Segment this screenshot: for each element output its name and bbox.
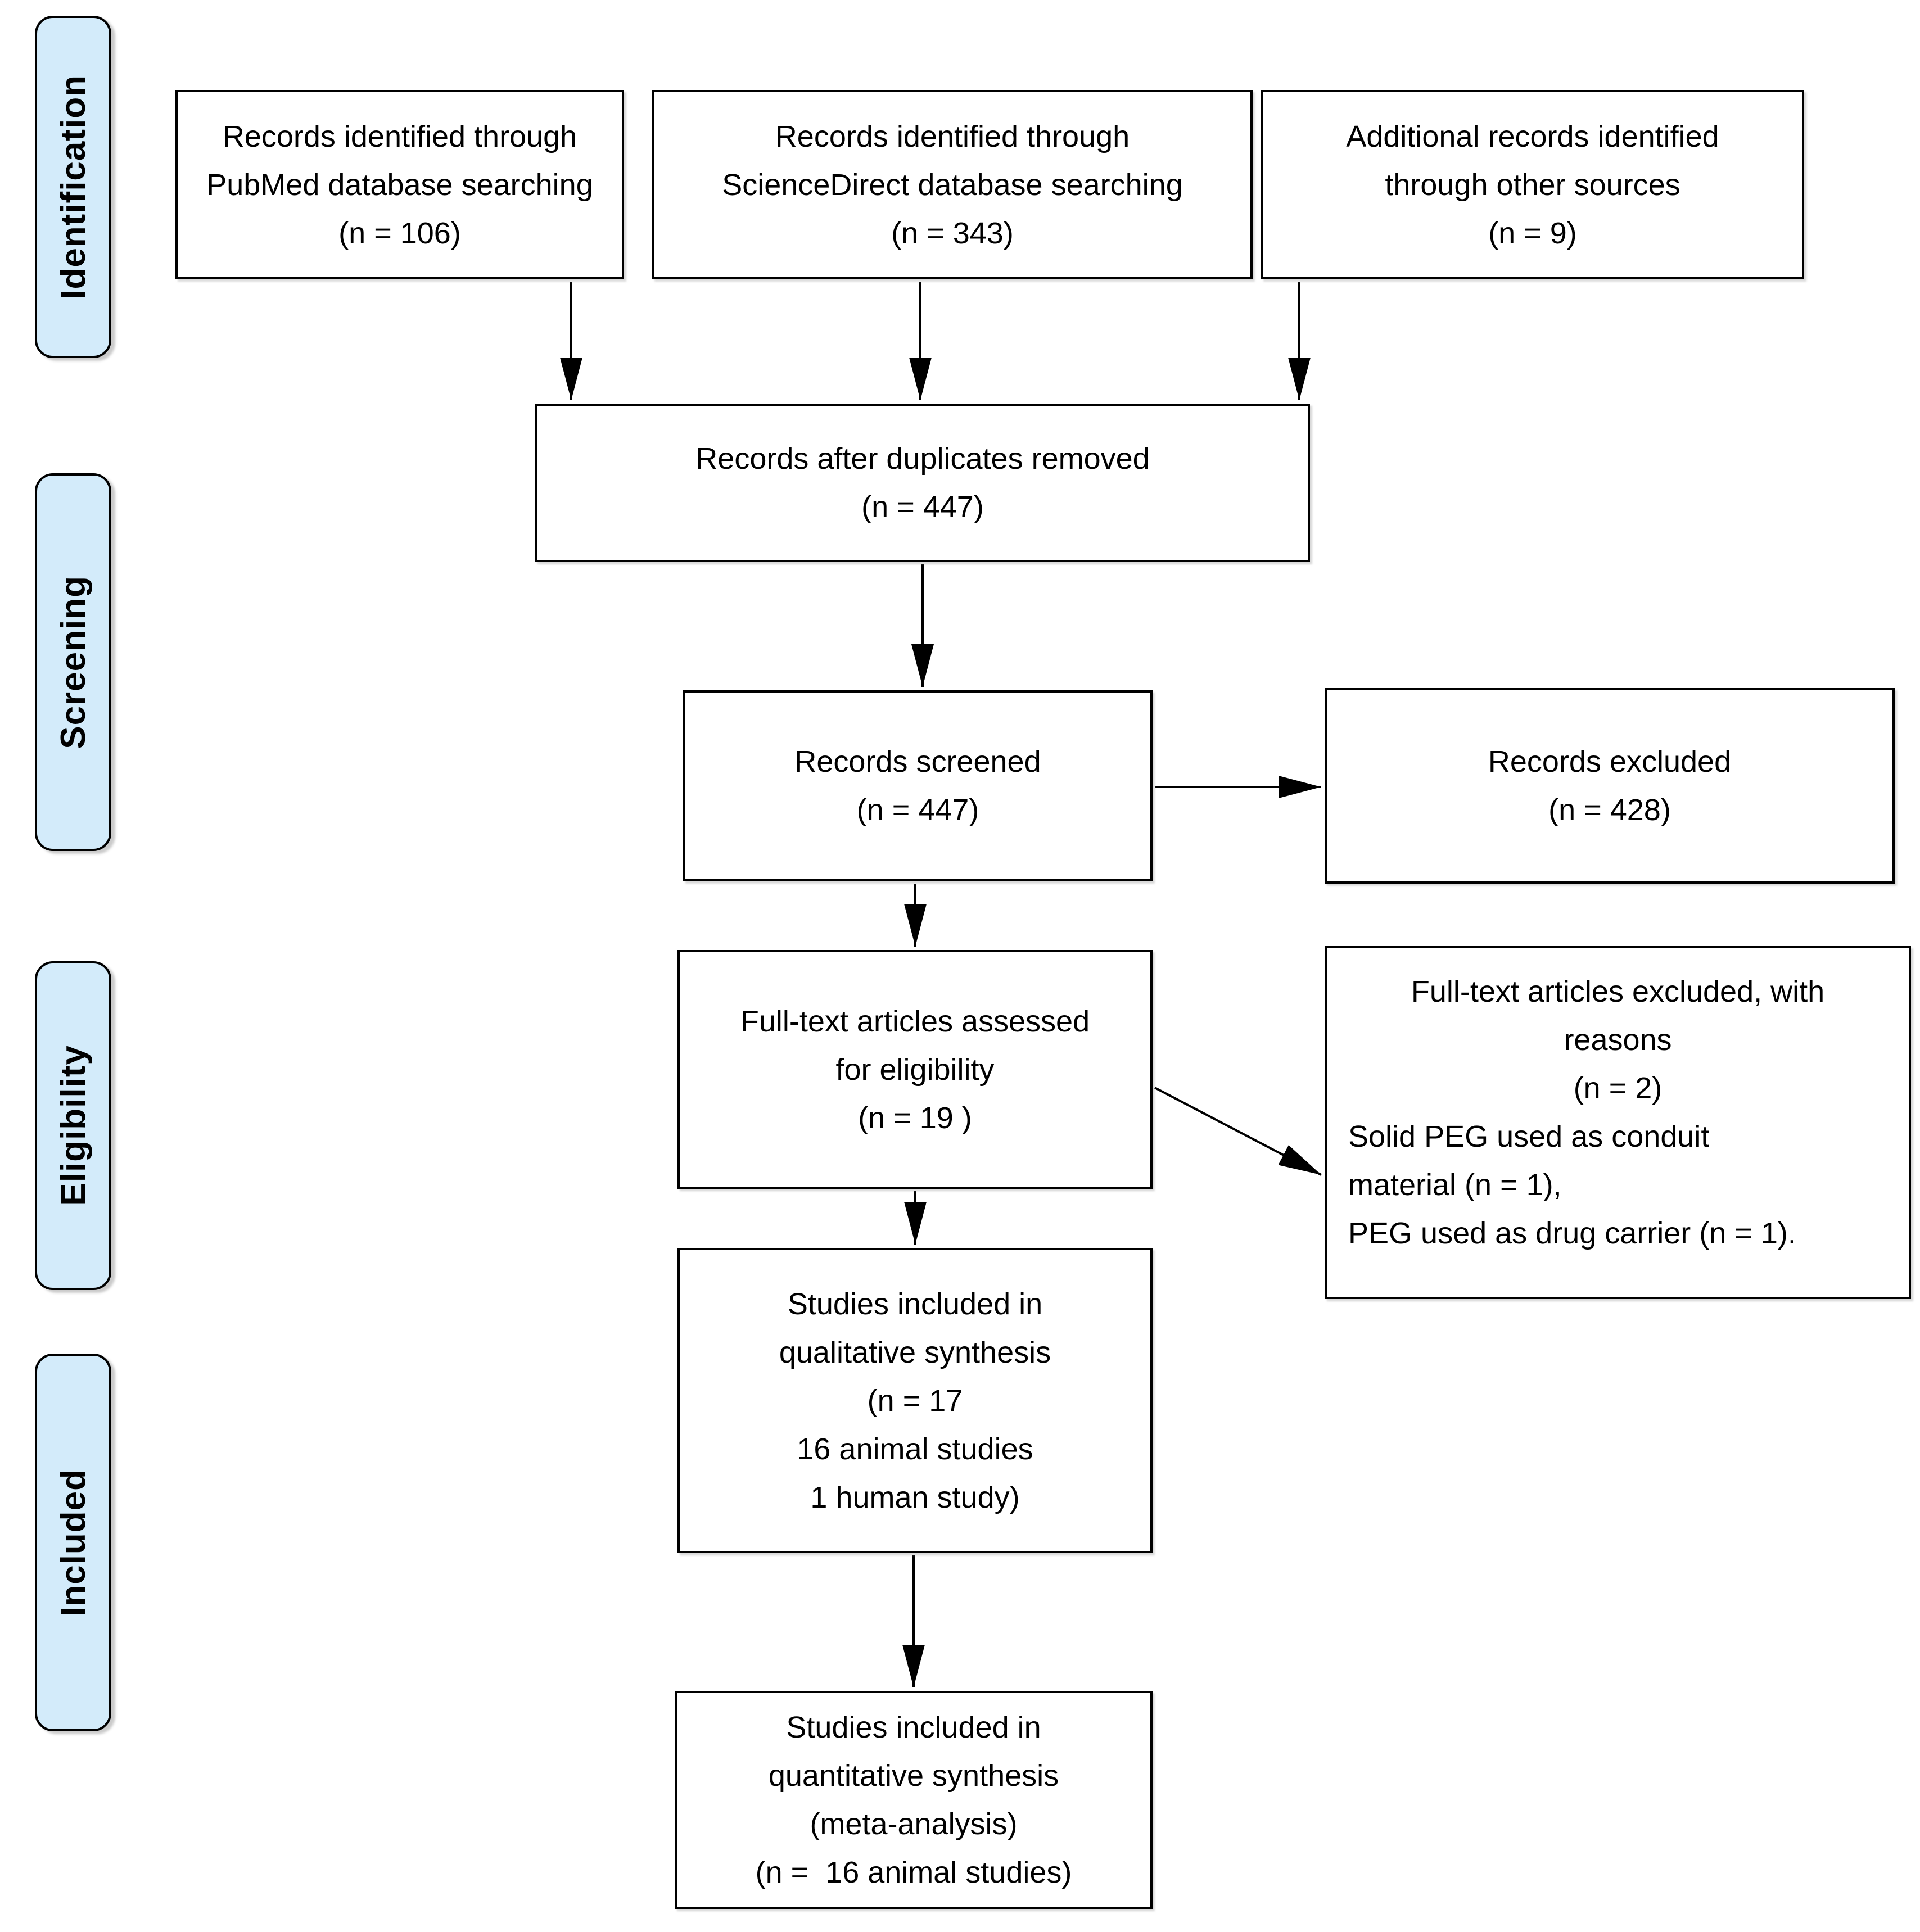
fulltext-excluded-heading: Full-text articles excluded, with reason… xyxy=(1411,975,1825,1105)
additional-records-other-sources-text: Additional records identified through ot… xyxy=(1346,119,1719,250)
records-screened-box: Records screened (n = 447) xyxy=(683,690,1153,881)
records-identified-pubmed-box: Records identified through PubMed databa… xyxy=(175,90,624,279)
fulltext-excluded-reasons: Solid PEG used as conduit material (n = … xyxy=(1348,1120,1796,1250)
qualitative-synthesis-text: Studies included in qualitative synthesi… xyxy=(779,1287,1051,1514)
fulltext-assessed-text: Full-text articles assessed for eligibil… xyxy=(740,1004,1090,1135)
stage-box-eligibility: Eligibility xyxy=(35,961,111,1290)
stage-label-screening: Screening xyxy=(53,575,93,749)
records-identified-sciencedirect-text: Records identified through ScienceDirect… xyxy=(722,119,1183,250)
stage-label-identification: Identification xyxy=(53,74,93,300)
records-identified-pubmed-text: Records identified through PubMed databa… xyxy=(206,119,593,250)
fulltext-assessed-box: Full-text articles assessed for eligibil… xyxy=(677,950,1153,1189)
additional-records-other-sources-box: Additional records identified through ot… xyxy=(1261,90,1804,279)
records-identified-sciencedirect-box: Records identified through ScienceDirect… xyxy=(652,90,1253,279)
qualitative-synthesis-box: Studies included in qualitative synthesi… xyxy=(677,1248,1153,1553)
records-excluded-box: Records excluded (n = 428) xyxy=(1325,688,1895,884)
fulltext-excluded-box: Full-text articles excluded, with reason… xyxy=(1325,946,1911,1299)
records-excluded-text: Records excluded (n = 428) xyxy=(1488,745,1732,827)
stage-box-included: Included xyxy=(35,1354,111,1731)
stage-box-identification: Identification xyxy=(35,16,111,358)
records-after-duplicates-removed-box: Records after duplicates removed (n = 44… xyxy=(535,404,1310,562)
stage-label-eligibility: Eligibility xyxy=(53,1045,93,1206)
quantitative-synthesis-box: Studies included in quantitative synthes… xyxy=(675,1691,1153,1909)
stage-label-included: Included xyxy=(53,1468,93,1617)
arrow-fulltext-to-ftexcluded xyxy=(1154,1087,1322,1176)
records-after-duplicates-removed-text: Records after duplicates removed (n = 44… xyxy=(695,442,1150,524)
records-screened-text: Records screened (n = 447) xyxy=(794,745,1041,827)
quantitative-synthesis-text: Studies included in quantitative synthes… xyxy=(755,1711,1072,1889)
stage-box-screening: Screening xyxy=(35,473,111,851)
